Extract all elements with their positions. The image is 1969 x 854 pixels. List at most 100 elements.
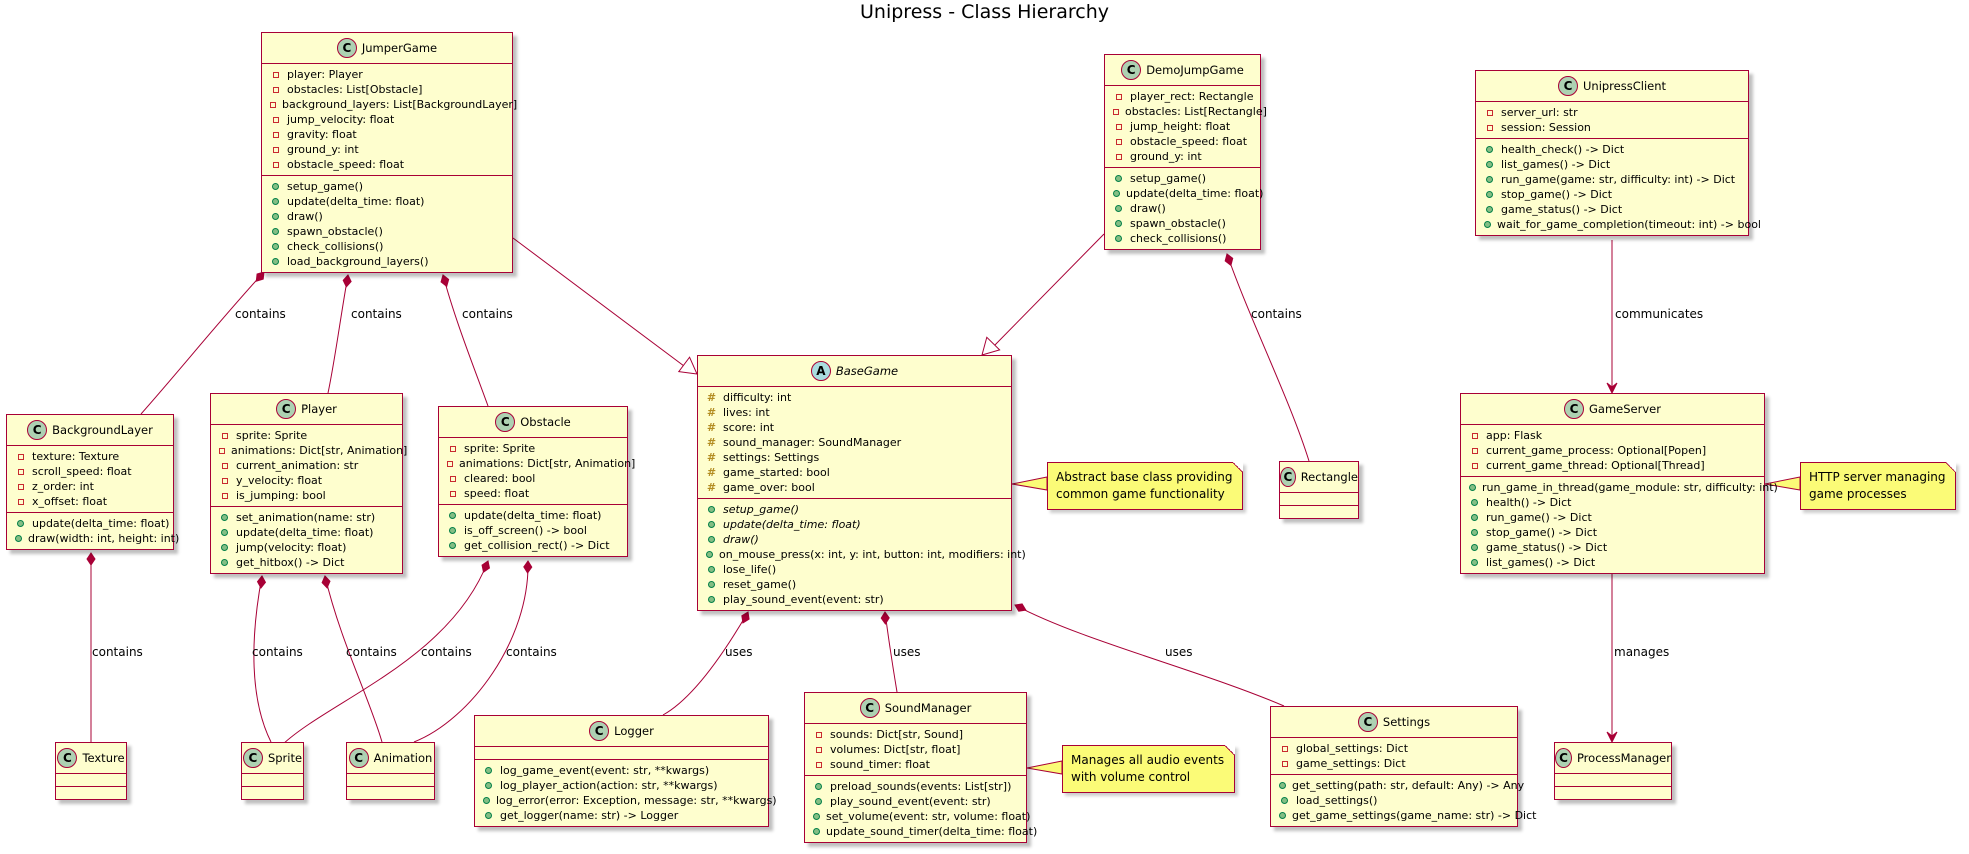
- class-field: player_rect: Rectangle: [1105, 89, 1260, 104]
- private-visibility-icon: [272, 131, 279, 138]
- relation-label: contains: [462, 307, 513, 321]
- relation-label: contains: [252, 645, 303, 659]
- class-name: Obstacle: [520, 415, 571, 429]
- composition-diamond: [741, 611, 750, 624]
- public-visibility-icon: [449, 512, 456, 519]
- class-field: player: Player: [262, 67, 512, 82]
- private-visibility-icon: [815, 731, 822, 738]
- field-text: player_rect: Rectangle: [1130, 90, 1254, 103]
- class-name: Sprite: [267, 751, 303, 765]
- class-method: update_sound_timer(delta_time: float): [805, 824, 1037, 839]
- public-visibility-icon: [449, 527, 456, 534]
- method-text: setup_game(): [723, 503, 800, 516]
- public-visibility-icon: [1469, 484, 1476, 491]
- class-method: list_games() -> Dict: [1461, 555, 1764, 570]
- field-text: sprite: Sprite: [236, 429, 308, 442]
- class-method: load_background_layers(): [262, 254, 512, 269]
- class-field: #sound_manager: SoundManager: [698, 435, 1011, 450]
- private-visibility-icon: [449, 490, 456, 497]
- class-method: health_check() -> Dict: [1476, 142, 1748, 157]
- field-text: score: int: [723, 421, 775, 434]
- fields-section: [475, 746, 768, 759]
- methods-section: setup_game()update(delta_time: float)dra…: [698, 498, 1026, 610]
- private-visibility-icon: [1281, 745, 1288, 752]
- class-method: play_sound_event(event: str): [698, 592, 1011, 607]
- composition-diamond: [321, 575, 331, 589]
- class-icon: C: [859, 698, 880, 718]
- field-text: lives: int: [723, 406, 770, 419]
- private-visibility-icon: [815, 746, 822, 753]
- class-method: get_setting(path: str, default: Any) -> …: [1271, 778, 1524, 793]
- field-text: speed: float: [464, 487, 530, 500]
- method-text: update(delta_time: float): [32, 517, 170, 530]
- method-text: update(delta_time: float): [236, 526, 374, 539]
- class-method: update(delta_time: float): [439, 508, 627, 523]
- field-text: current_game_thread: Optional[Thread]: [1486, 459, 1705, 472]
- public-visibility-icon: [708, 521, 715, 528]
- method-text: update(delta_time: float): [287, 195, 425, 208]
- class-field: obstacle_speed: float: [262, 157, 512, 172]
- relation-line: [253, 575, 272, 743]
- private-visibility-icon: [1471, 447, 1478, 454]
- field-text: y_velocity: float: [236, 474, 323, 487]
- class-method: list_games() -> Dict: [1476, 157, 1748, 172]
- private-visibility-icon: [272, 161, 279, 168]
- public-visibility-icon: [813, 813, 820, 820]
- method-text: spawn_obstacle(): [287, 225, 383, 238]
- public-visibility-icon: [485, 812, 492, 819]
- public-visibility-icon: [1471, 544, 1478, 551]
- private-visibility-icon: [219, 447, 225, 454]
- private-visibility-icon: [449, 475, 456, 482]
- method-text: load_settings(): [1296, 794, 1378, 807]
- methods-section: [56, 786, 126, 799]
- fields-section: [242, 773, 303, 786]
- diagram-title: Unipress - Class Hierarchy: [860, 1, 1109, 23]
- class-icon: C: [1557, 76, 1578, 96]
- field-text: background_layers: List[BackgroundLayer]: [282, 98, 518, 111]
- field-text: game_settings: Dict: [1296, 757, 1406, 770]
- fields-section: [1280, 492, 1358, 505]
- class-icon: C: [1564, 399, 1585, 419]
- relation-line: [991, 233, 1105, 349]
- class-method: setup_game(): [1105, 171, 1260, 186]
- public-visibility-icon: [221, 544, 228, 551]
- class-field: cleared: bool: [439, 471, 627, 486]
- public-visibility-icon: [1486, 206, 1493, 213]
- private-visibility-icon: [221, 477, 228, 484]
- field-text: obstacles: List[Rectangle]: [1125, 105, 1267, 118]
- method-text: game_status() -> Dict: [1501, 203, 1623, 216]
- relation-label: uses: [1165, 645, 1193, 659]
- class-icon: C: [1280, 467, 1296, 487]
- class-method: get_hitbox() -> Dict: [211, 555, 402, 570]
- class-field: obstacles: List[Obstacle]: [262, 82, 512, 97]
- public-visibility-icon: [221, 514, 228, 521]
- class-method: get_logger(name: str) -> Logger: [475, 808, 768, 823]
- public-visibility-icon: [221, 529, 228, 536]
- class-field: #difficulty: int: [698, 390, 1011, 405]
- public-visibility-icon: [272, 258, 279, 265]
- public-visibility-icon: [17, 520, 24, 527]
- method-text: get_hitbox() -> Dict: [236, 556, 345, 569]
